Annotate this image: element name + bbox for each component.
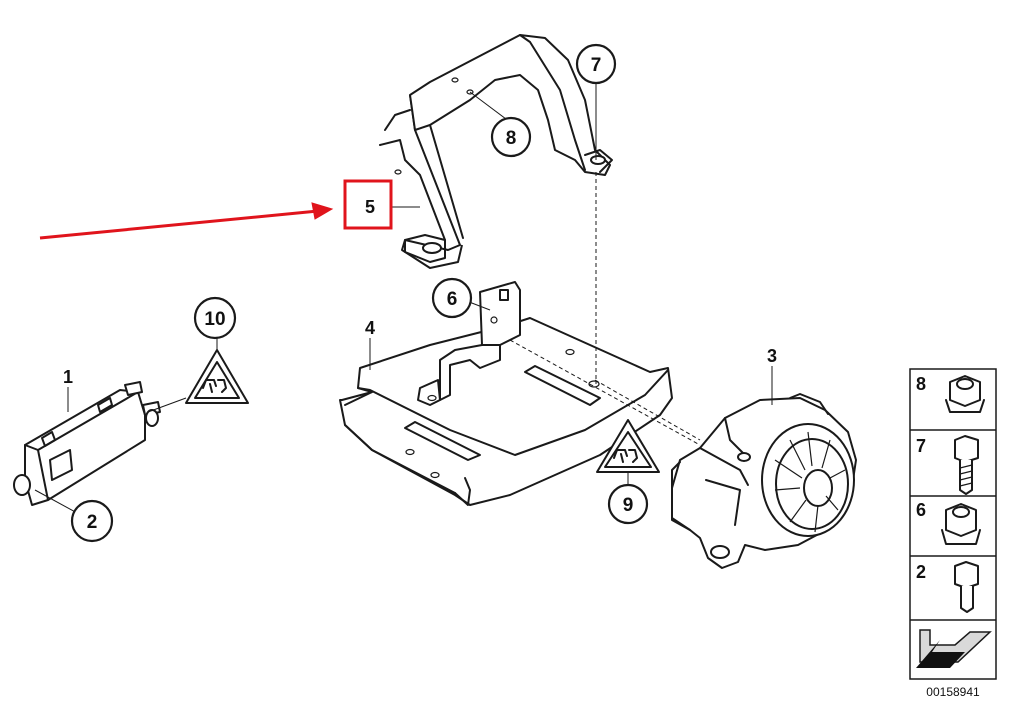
arrow-down-left-icon <box>916 629 992 668</box>
svg-text:9: 9 <box>623 495 634 516</box>
svg-text:4: 4 <box>365 318 375 338</box>
svg-text:2: 2 <box>87 512 98 533</box>
callout-5: 5 <box>365 197 375 217</box>
bracket-part-5 <box>379 34 613 269</box>
hex-bolt-short-icon <box>954 435 979 495</box>
callout-1: 1 <box>63 367 73 387</box>
tray-part-4 <box>339 317 673 506</box>
callout-3: 3 <box>767 346 777 366</box>
legend-number-2: 2 <box>916 562 926 582</box>
siren-part-3 <box>671 393 857 569</box>
callout-2: 2 <box>70 499 114 543</box>
legend-number-6: 6 <box>916 500 926 520</box>
callout-7: 7 <box>575 43 617 85</box>
callout-9: 9 <box>607 483 649 525</box>
svg-text:1: 1 <box>63 367 73 387</box>
highlight-part-5 <box>39 179 393 240</box>
small-bracket-part-6 <box>439 281 521 401</box>
callout-8: 8 <box>490 116 532 158</box>
callout-6: 6 <box>431 277 473 319</box>
svg-text:5: 5 <box>365 197 375 217</box>
warning-label-10 <box>185 349 249 404</box>
svg-text:6: 6 <box>447 289 458 310</box>
fastener-legend: 8 7 6 2 <box>909 368 997 680</box>
svg-text:10: 10 <box>204 309 225 330</box>
diagram-number: 00158941 <box>926 685 980 699</box>
legend-number-7: 7 <box>916 436 926 456</box>
callout-4: 4 <box>365 318 375 338</box>
hex-bolt-long-icon <box>954 561 979 613</box>
callout-10: 10 <box>193 296 237 340</box>
hex-nut-flanged-icon-2 <box>941 503 981 545</box>
module-part-1 <box>13 381 161 506</box>
leader-lines <box>34 82 773 521</box>
svg-text:3: 3 <box>767 346 777 366</box>
svg-text:7: 7 <box>591 55 602 76</box>
legend-number-8: 8 <box>916 374 926 394</box>
svg-text:8: 8 <box>506 128 517 149</box>
hex-nut-flanged-icon <box>945 375 985 413</box>
